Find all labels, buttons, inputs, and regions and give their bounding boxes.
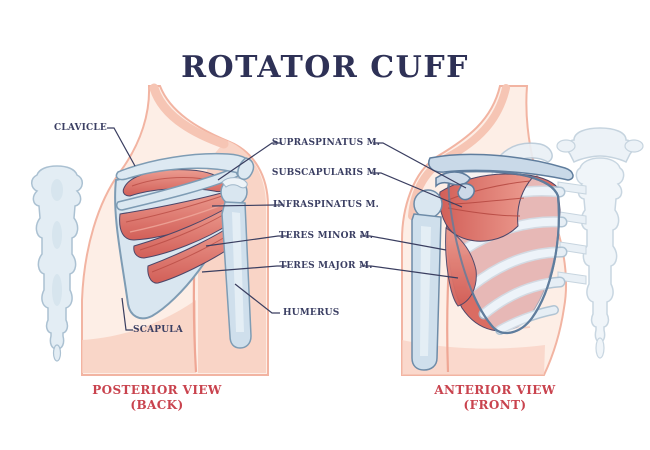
label-infraspinatus: INFRASPINATUS M. — [273, 200, 379, 210]
muscle-fiber — [125, 193, 229, 223]
posterior-view-illustration — [31, 83, 269, 376]
anterior-view-sub: (FRONT) — [463, 398, 527, 412]
vertebra-wing — [624, 139, 644, 153]
leader-supraspinatus-left — [217, 142, 282, 181]
leader-teres-major-right — [361, 265, 459, 279]
posterior-view-caption: POSTERIOR VIEW (BACK) — [47, 383, 267, 413]
anterior-view-caption: ANTERIOR VIEW (FRONT) — [385, 383, 605, 413]
posterior-torso-shading — [82, 300, 196, 373]
leader-scapula — [121, 297, 133, 331]
upper-vertebra-bone — [566, 127, 634, 164]
clavicle-bone-anterior — [428, 153, 574, 181]
label-supraspinatus: SUPRASPINATUS M. — [271, 138, 381, 148]
leader-teres-major-left — [201, 265, 287, 273]
cuff-tendon-posterior — [221, 177, 248, 189]
humerus-highlight — [420, 226, 431, 356]
leader-supraspinatus-right — [373, 142, 467, 189]
label-scapula: SCAPULA — [133, 325, 183, 335]
label-subscapularis: SUBSCAPULARIS M. — [271, 168, 381, 178]
posterior-view-name: POSTERIOR VIEW — [92, 383, 222, 397]
anterior-view-illustration — [401, 84, 644, 376]
leader-clavicle — [107, 127, 136, 167]
page-title: ROTATOR CUFF — [181, 50, 469, 85]
posterior-neck-edge — [149, 83, 229, 149]
posterior-spine-tail — [52, 344, 62, 362]
teres-major-muscle-anterior — [445, 227, 477, 307]
posterior-view-sub: (BACK) — [130, 398, 184, 412]
leader-lines — [107, 127, 467, 331]
anterior-view-name: ANTERIOR VIEW — [434, 383, 556, 397]
spine-shading — [52, 221, 62, 249]
muscle-fiber — [447, 180, 531, 201]
label-teres-major: TERES MAJOR M. — [279, 261, 373, 271]
label-humerus: HUMERUS — [283, 308, 340, 318]
label-teres-minor: TERES MINOR M. — [278, 231, 374, 241]
sternum-tail — [595, 337, 605, 359]
spine-shading — [52, 274, 62, 306]
scapular-spine-bone — [116, 167, 240, 211]
leader-infraspinatus-left — [211, 204, 284, 207]
leader-humerus — [234, 283, 280, 314]
coracoid-process — [457, 183, 475, 201]
spine-shading — [51, 179, 63, 201]
label-clavicle: CLAVICLE — [54, 123, 107, 133]
leader-subscapularis-right — [371, 172, 463, 208]
leader-teres-minor-left — [205, 235, 288, 247]
leader-teres-minor-right — [360, 235, 447, 251]
muscle-fiber — [447, 207, 521, 217]
vertebra-wing — [556, 139, 576, 153]
scapula-border — [447, 170, 560, 334]
muscle-highlight — [129, 201, 231, 233]
